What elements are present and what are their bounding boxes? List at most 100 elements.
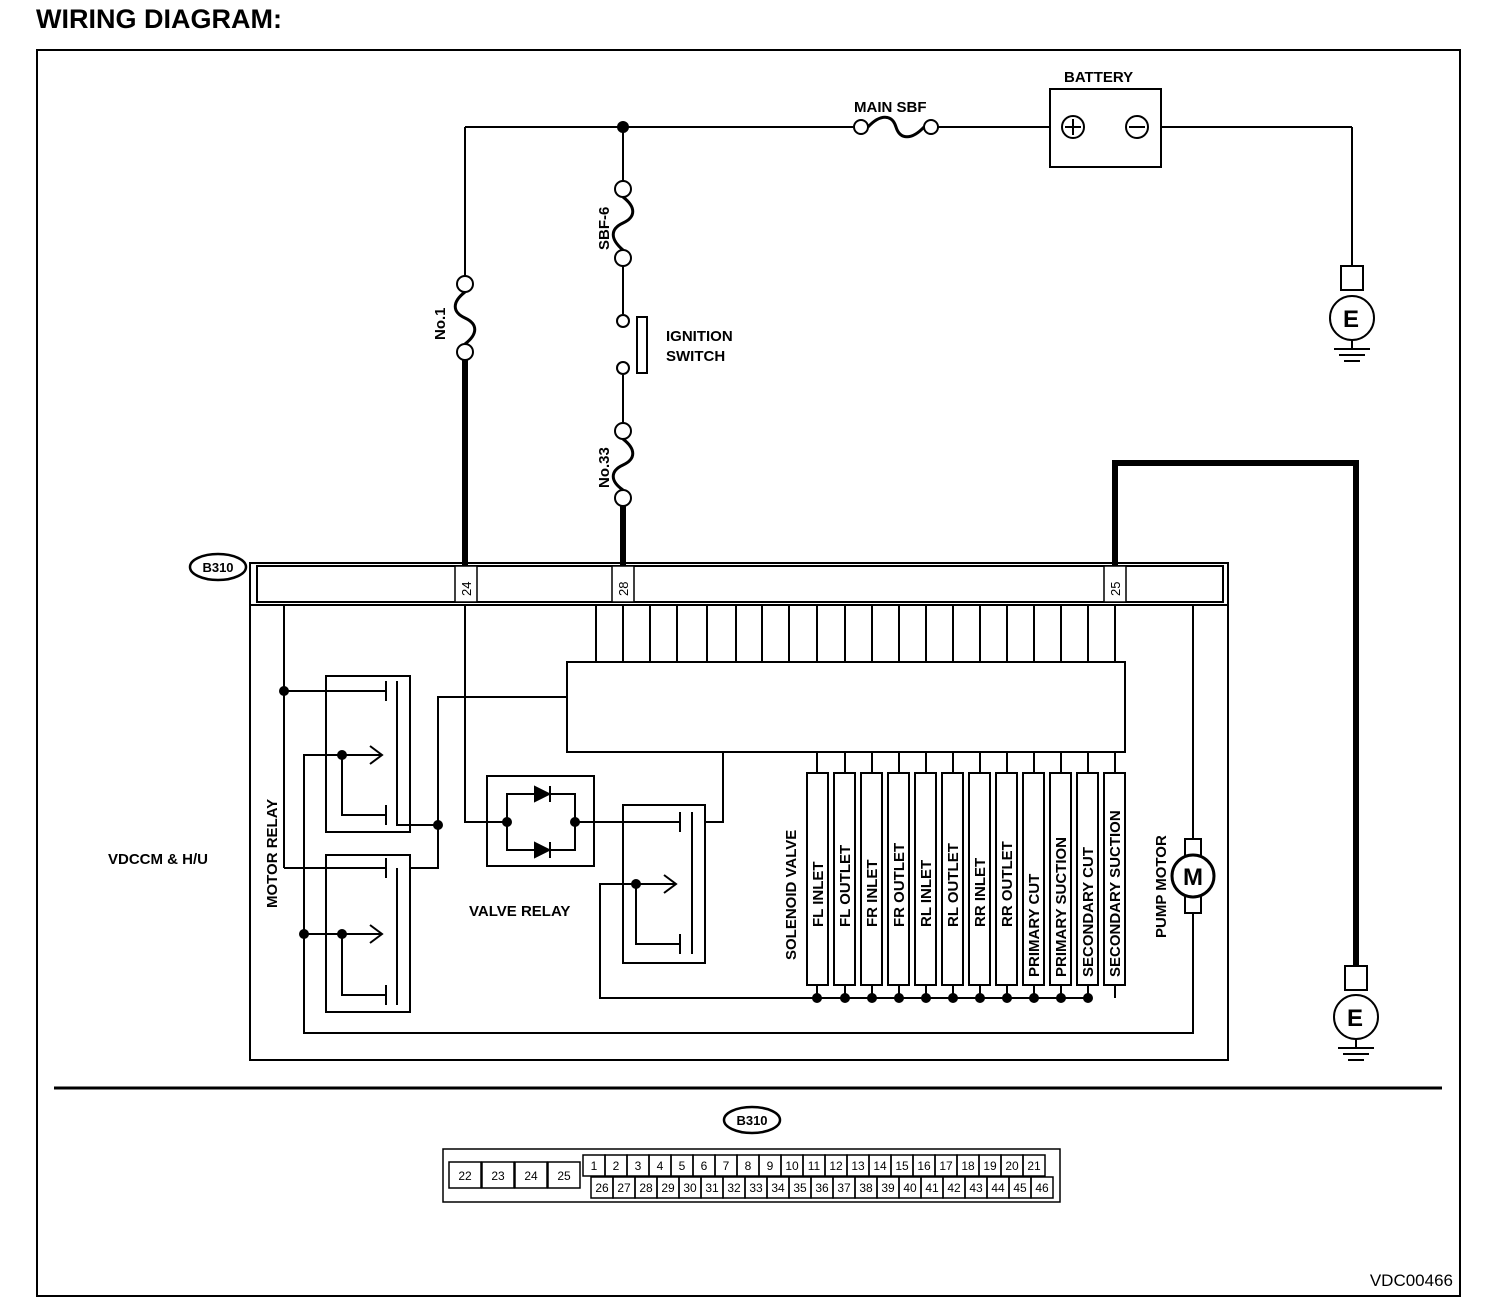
connector-grid-label: 42	[947, 1181, 961, 1195]
connector-b310-badge-label: B310	[202, 560, 233, 575]
connector-grid-label: 34	[771, 1181, 785, 1195]
solenoid-primary-suction-label: PRIMARY SUCTION	[1053, 837, 1070, 977]
connector-grid-label: 1	[591, 1159, 598, 1173]
connector-cell-25: 25	[557, 1169, 571, 1183]
solenoid-secondary-cut-label: SECONDARY CUT	[1080, 847, 1097, 977]
connector-grid-label: 11	[808, 1159, 821, 1173]
connector-grid-label: 15	[895, 1159, 909, 1173]
ground-symbol-battery	[1329, 265, 1375, 362]
connector-grid-label: 31	[705, 1181, 719, 1195]
no33-label: No.33	[596, 447, 613, 488]
heavy-wires	[462, 360, 1359, 968]
no1-label: No.1	[432, 307, 449, 340]
connector-grid-label: 4	[657, 1159, 664, 1173]
connector-b310-badge	[188, 552, 248, 582]
connector-face-badge-label: B310	[736, 1113, 767, 1128]
connector-grid-label: 43	[969, 1181, 983, 1195]
connector-grid-cell	[1030, 1176, 1054, 1199]
connector-grid-label: 41	[925, 1181, 939, 1195]
solenoid-rl-outlet-label: RL OUTLET	[945, 843, 962, 927]
connector-grid-label: 16	[917, 1159, 931, 1173]
control-unit-block	[566, 661, 1126, 753]
junction-dot	[617, 121, 629, 133]
connector-face	[442, 1148, 1061, 1203]
connector-grid-label: 44	[991, 1181, 1005, 1195]
connector-grid-label: 36	[815, 1181, 829, 1195]
no33-fuse	[611, 422, 635, 507]
pump-motor-label: PUMP MOTOR	[1153, 835, 1170, 938]
figure-code: VDC00466	[1370, 1271, 1453, 1290]
ignition-switch-symbol	[616, 314, 648, 375]
connector-grid-label: 5	[679, 1159, 686, 1173]
connector-face-badge	[722, 1105, 782, 1135]
connector-grid-label: 18	[961, 1159, 975, 1173]
pump-motor-m-label: M	[1183, 864, 1203, 891]
connector-grid-label: 17	[939, 1159, 953, 1173]
connector-grid-label: 13	[851, 1159, 865, 1173]
ground-symbol-pump	[1333, 965, 1379, 1061]
vdccm-module-box	[249, 562, 1229, 1061]
valve-relay-label: VALVE RELAY	[469, 903, 570, 920]
connector-grid-label: 9	[767, 1159, 774, 1173]
connector-grid-label: 10	[785, 1159, 799, 1173]
connector-grid-label: 19	[983, 1159, 997, 1173]
no1-fuse	[453, 275, 477, 361]
connector-grid-label: 35	[793, 1181, 807, 1195]
internal-wiring	[283, 606, 1194, 1034]
diagram-frame	[36, 49, 1461, 1297]
junction-dots	[279, 686, 1093, 1003]
vdccm-label: VDCCM & H/U	[108, 851, 208, 868]
connector-grid-label: 28	[639, 1181, 653, 1195]
connector-grid-label: 20	[1005, 1159, 1019, 1173]
connector-cell-23: 23	[491, 1169, 505, 1183]
ground-label-pump: E	[1347, 1005, 1363, 1032]
connector-grid-label: 46	[1035, 1181, 1049, 1195]
connector-grid-label: 3	[635, 1159, 642, 1173]
connector-grid-label: 6	[701, 1159, 708, 1173]
power-wiring	[464, 126, 1353, 423]
connector-grid-label: 37	[837, 1181, 851, 1195]
solenoid-fr-outlet-label: FR OUTLET	[891, 843, 908, 927]
pin-28-label: 28	[616, 582, 631, 596]
solenoid-primary-cut-label: PRIMARY CUT	[1026, 874, 1043, 977]
ground-label-battery: E	[1343, 306, 1359, 333]
page-title: WIRING DIAGRAM:	[36, 4, 282, 34]
solenoid-valve-boxes	[806, 772, 1126, 986]
main-sbf-fuse	[853, 115, 939, 139]
connector-grid-label: 32	[727, 1181, 741, 1195]
ignition-switch-label-line2: SWITCH	[666, 348, 725, 365]
connector-grid-label: 2	[613, 1159, 620, 1173]
solenoid-secondary-suction-label: SECONDARY SUCTION	[1107, 810, 1124, 977]
pin-24-label: 24	[459, 582, 474, 596]
solenoid-rr-outlet-label: RR OUTLET	[999, 841, 1016, 927]
connector-grid-label: 7	[723, 1159, 730, 1173]
connector-b310-strip	[256, 565, 1224, 603]
connector-cell-22: 22	[458, 1169, 472, 1183]
main-sbf-label: MAIN SBF	[854, 99, 927, 116]
battery-symbol	[1049, 88, 1162, 168]
solenoid-fl-inlet-label: FL INLET	[810, 861, 827, 927]
battery-label: BATTERY	[1064, 69, 1133, 86]
ignition-switch-label-line1: IGNITION	[666, 328, 733, 345]
connector-grid-label: 33	[749, 1181, 763, 1195]
pump-motor-symbol	[1170, 838, 1216, 914]
connector-cell-24: 24	[524, 1169, 538, 1183]
connector-grid-label: 14	[873, 1159, 887, 1173]
motor-relay-label: MOTOR RELAY	[264, 799, 281, 908]
solenoid-valve-labels: FL INLET FL OUTLET FR INLET FR OUTLET RL…	[810, 810, 1124, 977]
connector-grid-label: 21	[1027, 1159, 1041, 1173]
sbf6-fuse	[611, 180, 635, 267]
connector-grid-label: 12	[829, 1159, 843, 1173]
solenoid-rl-inlet-label: RL INLET	[918, 860, 935, 927]
solenoid-fr-inlet-label: FR INLET	[864, 860, 881, 928]
solenoid-rr-inlet-label: RR INLET	[972, 858, 989, 927]
pin-25-label: 25	[1108, 582, 1123, 596]
connector-grid-label: 30	[683, 1181, 697, 1195]
pin-cells	[454, 565, 1127, 603]
connector-grid-label: 26	[595, 1181, 609, 1195]
connector-grid-label: 29	[661, 1181, 675, 1195]
connector-grid-label: 45	[1013, 1181, 1027, 1195]
sbf6-label: SBF-6	[596, 207, 613, 250]
